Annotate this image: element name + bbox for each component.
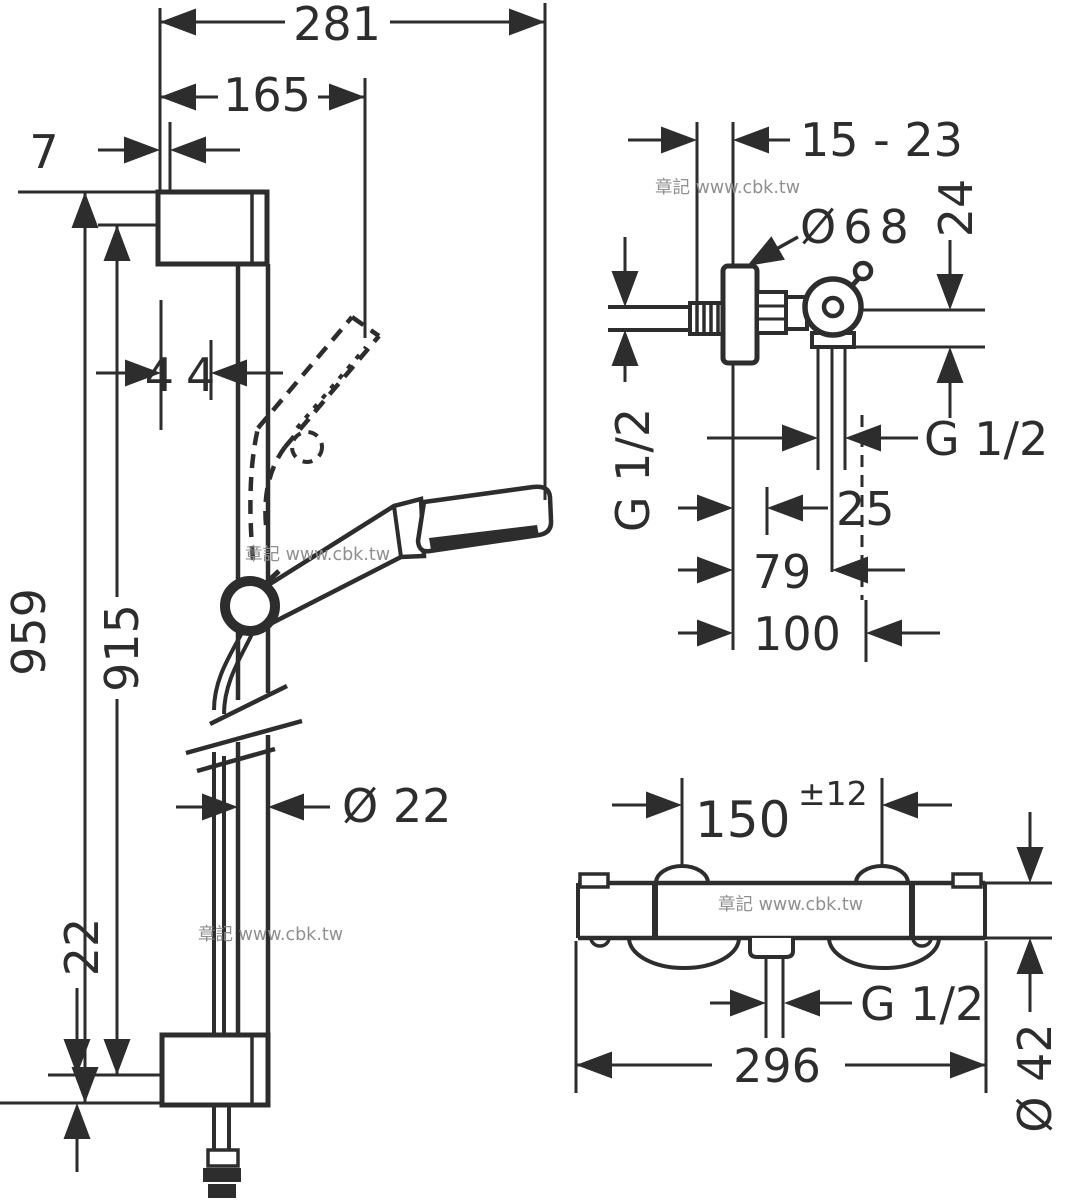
dim-label-100: 100 xyxy=(753,607,841,661)
dim-25: 25 xyxy=(678,482,895,536)
dim-overall-width: 296 xyxy=(576,1039,986,1093)
dim-label-296: 296 xyxy=(733,1039,821,1093)
escutcheon xyxy=(720,263,760,366)
dim-label-959: 959 xyxy=(2,588,56,676)
break-symbol xyxy=(185,683,303,774)
dim-mounting-depth: 15 - 23 xyxy=(628,113,963,167)
dim-label-25: 25 xyxy=(836,482,895,536)
supply-pipe xyxy=(608,301,725,336)
dim-bar-height: 959 xyxy=(2,192,99,1103)
watermarks: 章記 www.cbk.tw 章記 www.cbk.tw 章記 www.cbk.t… xyxy=(198,178,863,945)
dim-label-15-23: 15 - 23 xyxy=(800,113,963,167)
dim-overall-reach: 281 xyxy=(160,0,545,51)
dim-label-165: 165 xyxy=(223,68,311,122)
dim-fixing-distance: 915 xyxy=(95,225,149,1075)
dim-connection-spacing: 150 ±12 xyxy=(612,774,952,849)
dim-label-7: 7 xyxy=(29,125,58,179)
dim-label-281: 281 xyxy=(293,0,381,51)
watermark-bottom-left: 章記 www.cbk.tw xyxy=(198,925,343,945)
spray-face xyxy=(429,525,539,550)
right-handle-tab xyxy=(951,872,983,889)
thermostat-side-view: 15 - 23 Ø68 24 G 1/2 xyxy=(606,113,1048,662)
dim-outlet-drop: 24 xyxy=(929,179,983,418)
dim-bar-diameter: Ø 22 xyxy=(176,779,451,833)
dim-holder-offset: 44 xyxy=(96,348,283,402)
thermostat-front-view: 150 ±12 G 1/2 296 Ø 42 xyxy=(574,774,1062,1133)
dim-label-22: 22 xyxy=(55,918,109,977)
dim-label-150: 150 xyxy=(695,791,790,849)
left-union-nut xyxy=(627,937,741,970)
handle-knob xyxy=(852,260,874,282)
slider-holder xyxy=(220,569,281,636)
dim-inlet-thread: G 1/2 xyxy=(606,237,660,532)
bottom-wall-bracket xyxy=(159,1032,271,1108)
left-s-union xyxy=(654,864,710,884)
mixer-body xyxy=(576,864,987,970)
top-wall-bracket xyxy=(155,189,270,267)
dim-label-44: 44 xyxy=(145,348,228,402)
watermark-bottom-right: 章記 www.cbk.tw xyxy=(718,895,863,915)
rail-extension-lines xyxy=(0,3,547,1105)
left-handle-tab xyxy=(578,872,610,889)
dim-label-150-tolerance: ±12 xyxy=(798,774,868,813)
right-s-union xyxy=(854,864,910,884)
dim-label-dia-22: Ø 22 xyxy=(342,779,451,833)
shower-rail-front-view: 281 165 7 44 xyxy=(0,0,554,1198)
dim-bottom-offset: 22 xyxy=(55,918,109,1172)
dim-100: 100 xyxy=(678,607,940,661)
watermark-top-right: 章記 www.cbk.tw xyxy=(655,178,800,198)
dim-label-24: 24 xyxy=(929,179,983,238)
dim-mixer-outlet-thread: G 1/2 xyxy=(710,977,984,1031)
right-union-nut xyxy=(827,937,941,970)
dim-label-dia-42: Ø 42 xyxy=(1008,1023,1062,1132)
dim-wall-offset: 7 xyxy=(29,125,240,179)
dim-outlet-thread: G 1/2 xyxy=(707,412,1048,466)
dim-label-915: 915 xyxy=(95,604,149,692)
dim-label-79: 79 xyxy=(753,545,812,599)
dim-body-diameter: Ø 42 xyxy=(1008,812,1062,1133)
dim-label-outlet-g12: G 1/2 xyxy=(924,412,1048,466)
watermark-middle-left: 章記 www.cbk.tw xyxy=(245,545,390,565)
hand-shower-parked-dashed xyxy=(248,315,381,561)
mixer-reference-lines xyxy=(574,778,1052,1093)
hand-shower xyxy=(259,484,554,628)
valve-body-side xyxy=(802,260,874,349)
hose-connector-nut xyxy=(203,1168,241,1198)
dim-parked-reach: 165 xyxy=(160,68,365,122)
dim-79: 79 xyxy=(678,545,905,599)
dim-escutcheon-diameter: Ø68 xyxy=(740,200,916,278)
bottom-outlet xyxy=(748,938,795,959)
union-nut xyxy=(755,290,809,335)
dim-label-mixer-g12: G 1/2 xyxy=(860,977,984,1031)
dim-label-inlet-g12: G 1/2 xyxy=(606,408,660,532)
dim-label-dia-68: Ø68 xyxy=(800,200,916,254)
valve-reference-lines xyxy=(695,122,985,662)
